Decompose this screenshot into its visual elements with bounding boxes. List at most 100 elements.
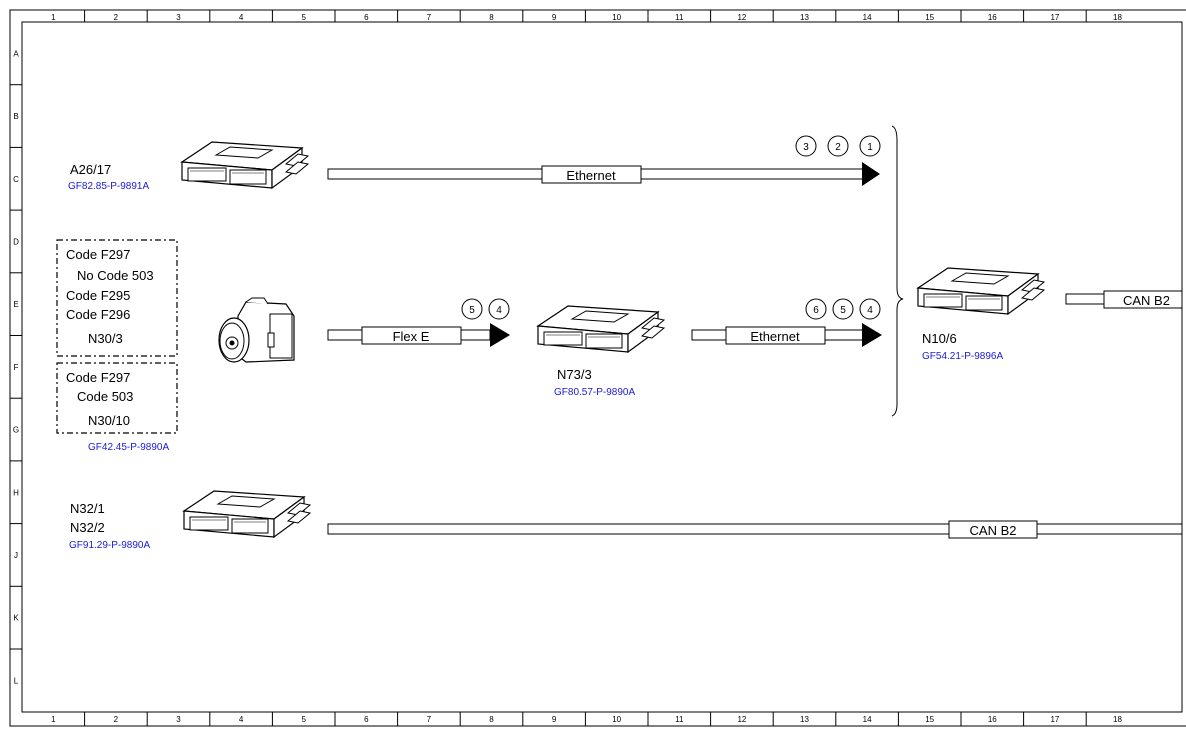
code-line: Code F297 bbox=[66, 370, 130, 385]
grid-column-label: 17 bbox=[1050, 13, 1059, 22]
code-line: Code 503 bbox=[77, 389, 133, 404]
grid-column-label: 2 bbox=[114, 13, 119, 22]
grid-column-label: 16 bbox=[988, 715, 997, 724]
grid-column-label: 18 bbox=[1113, 715, 1122, 724]
svg-text:1: 1 bbox=[867, 142, 873, 153]
n10-6-label: N10/6 bbox=[922, 331, 957, 346]
grid-row-label: L bbox=[14, 676, 19, 685]
marker-6-icon: 6 bbox=[805, 298, 827, 320]
inner-frame bbox=[21, 21, 1183, 713]
can-b2-right-box bbox=[1103, 290, 1183, 309]
camera-icon bbox=[218, 297, 295, 363]
grid-column-label: 3 bbox=[176, 715, 181, 724]
grid-column-label: 8 bbox=[489, 715, 494, 724]
grid-column-label: 6 bbox=[364, 715, 369, 724]
n30-10-label: N30/10 bbox=[88, 413, 130, 428]
grid-column-label: 11 bbox=[675, 13, 684, 22]
code-line: Code F297 bbox=[66, 247, 130, 262]
can-b2-bottom-line bbox=[327, 523, 1183, 535]
ethernet-mid-arrow bbox=[862, 323, 882, 347]
grid-column-label: 15 bbox=[925, 715, 934, 724]
grid-column-label: 4 bbox=[239, 715, 244, 724]
n32-reference-link[interactable]: GF91.29-P-9890A bbox=[69, 540, 150, 551]
marker-3-icon: 3 bbox=[795, 135, 817, 157]
grid-column-label: 14 bbox=[863, 13, 872, 22]
grid-row-label: G bbox=[13, 426, 19, 435]
grid-row-label: J bbox=[14, 551, 18, 560]
can-b2-bottom-box bbox=[948, 520, 1038, 539]
grid-column-label: 13 bbox=[800, 715, 809, 724]
code-line: Code F296 bbox=[66, 307, 130, 322]
grid-column-label: 17 bbox=[1050, 715, 1059, 724]
marker-5-icon: 5 bbox=[832, 298, 854, 320]
code-box-n30-10 bbox=[56, 362, 178, 434]
n73-3-label: N73/3 bbox=[557, 367, 592, 382]
svg-text:5: 5 bbox=[840, 305, 846, 316]
grid-column-label: 16 bbox=[988, 13, 997, 22]
grid-column-label: 9 bbox=[552, 715, 557, 724]
n73-3-reference-link[interactable]: GF80.57-P-9890A bbox=[554, 387, 635, 398]
grid-column-label: 9 bbox=[552, 13, 557, 22]
grid-column-label: 12 bbox=[737, 13, 746, 22]
grid-column-label: 14 bbox=[863, 715, 872, 724]
outer-frame bbox=[9, 9, 1186, 727]
marker-4-icon: 4 bbox=[488, 298, 510, 320]
grid-column-label: 6 bbox=[364, 13, 369, 22]
grid-column-label: 7 bbox=[427, 715, 432, 724]
ethernet-top-label: Ethernet bbox=[566, 168, 616, 183]
grid-row-label: C bbox=[13, 175, 19, 184]
svg-text:3: 3 bbox=[803, 142, 809, 153]
ethernet-mid-label: Ethernet bbox=[750, 329, 800, 344]
grid-column-label: 12 bbox=[737, 715, 746, 724]
marker-5-icon: 5 bbox=[461, 298, 483, 320]
grid-column-label: 8 bbox=[489, 13, 494, 22]
ecu-n32-icon bbox=[183, 490, 311, 538]
marker-2-icon: 2 bbox=[827, 135, 849, 157]
grid-row-label: B bbox=[13, 112, 18, 121]
grouping-brace bbox=[891, 125, 904, 417]
grid-column-label: 5 bbox=[301, 13, 306, 22]
grid-column-label: 1 bbox=[51, 715, 56, 724]
ethernet-mid-box bbox=[725, 326, 826, 345]
grid-column-label: 18 bbox=[1113, 13, 1122, 22]
svg-text:2: 2 bbox=[835, 142, 841, 153]
marker-4-icon: 4 bbox=[859, 298, 881, 320]
grid-column-label: 3 bbox=[176, 13, 181, 22]
n32-2-label: N32/2 bbox=[70, 520, 105, 535]
can-b2-right-label: CAN B2 bbox=[1123, 293, 1170, 308]
flex-e-label: Flex E bbox=[393, 329, 430, 344]
ecu-n73-3-icon bbox=[537, 305, 665, 353]
n30-3-label: N30/3 bbox=[88, 331, 123, 346]
camera-reference-link[interactable]: GF42.45-P-9890A bbox=[88, 442, 169, 453]
grid-row-label: E bbox=[13, 300, 18, 309]
svg-text:4: 4 bbox=[867, 305, 873, 316]
n10-6-reference-link[interactable]: GF54.21-P-9896A bbox=[922, 351, 1003, 362]
svg-text:6: 6 bbox=[813, 305, 819, 316]
grid-column-label: 15 bbox=[925, 13, 934, 22]
grid-column-label: 4 bbox=[239, 13, 244, 22]
svg-text:4: 4 bbox=[496, 305, 502, 316]
grid-row-label: D bbox=[13, 237, 19, 246]
code-box-n30-3 bbox=[56, 239, 178, 357]
flex-e-arrow bbox=[490, 323, 510, 347]
can-b2-bottom-label: CAN B2 bbox=[970, 523, 1017, 538]
grid-column-label: 5 bbox=[301, 715, 306, 724]
a26-17-label: A26/17 bbox=[70, 162, 111, 177]
grid-column-label: 13 bbox=[800, 13, 809, 22]
svg-text:5: 5 bbox=[469, 305, 475, 316]
a26-17-reference-link[interactable]: GF82.85-P-9891A bbox=[68, 181, 149, 192]
n32-1-label: N32/1 bbox=[70, 501, 105, 516]
marker-1-icon: 1 bbox=[859, 135, 881, 157]
grid-column-label: 1 bbox=[51, 13, 56, 22]
grid-row-label: F bbox=[14, 363, 19, 372]
grid-column-label: 7 bbox=[427, 13, 432, 22]
grid-column-label: 10 bbox=[612, 715, 621, 724]
grid-column-label: 11 bbox=[675, 715, 684, 724]
ecu-n10-6-icon bbox=[917, 267, 1045, 315]
ethernet-top-arrow bbox=[862, 162, 880, 186]
ecu-a26-17-icon bbox=[181, 141, 309, 189]
